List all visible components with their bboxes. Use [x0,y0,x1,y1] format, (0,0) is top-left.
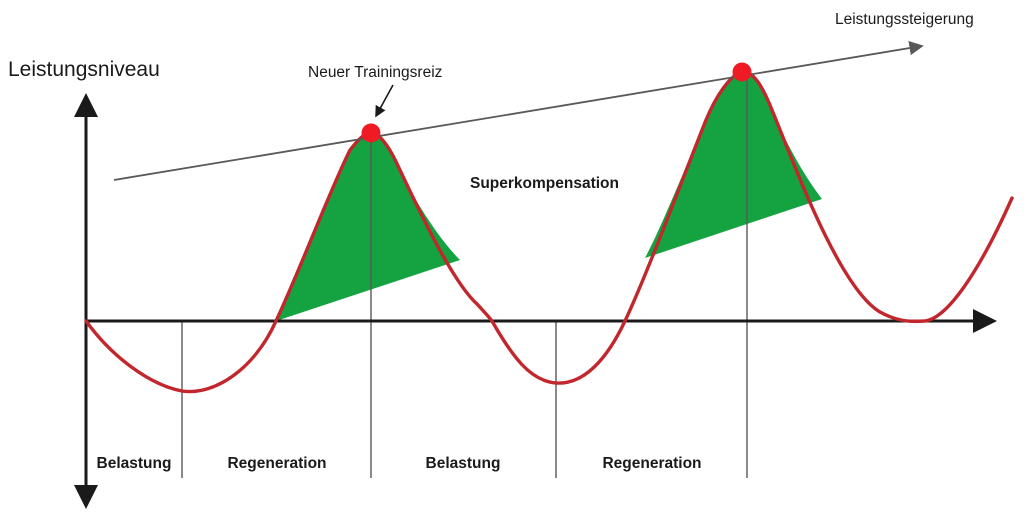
stimulus-dot-1[interactable] [361,123,381,143]
zone-dividers [181,72,748,478]
trend-label: Leistungssteigerung [835,11,974,28]
supercompensation-area-2 [645,71,822,258]
zone-label-belastung-1: Belastung [97,455,172,472]
stimulus-dots [361,62,752,143]
supercompensation-areas [276,71,822,321]
stimulus-label: Neuer Trainingsreiz [308,64,442,81]
performance-curve [84,70,1014,394]
zone-label-regeneration-2: Regeneration [602,455,701,472]
trend-line [113,40,924,181]
stimulus-annotation-arrow [375,84,394,118]
zone-label-belastung-2: Belastung [426,455,501,472]
supercompensation-area-1 [276,133,460,321]
supercompensation-label: Superkompensation [470,175,619,192]
axes [74,93,997,509]
stimulus-dot-2[interactable] [732,62,752,82]
y-axis-title: Leistungsniveau [8,58,160,81]
zone-label-regeneration-1: Regeneration [227,455,326,472]
